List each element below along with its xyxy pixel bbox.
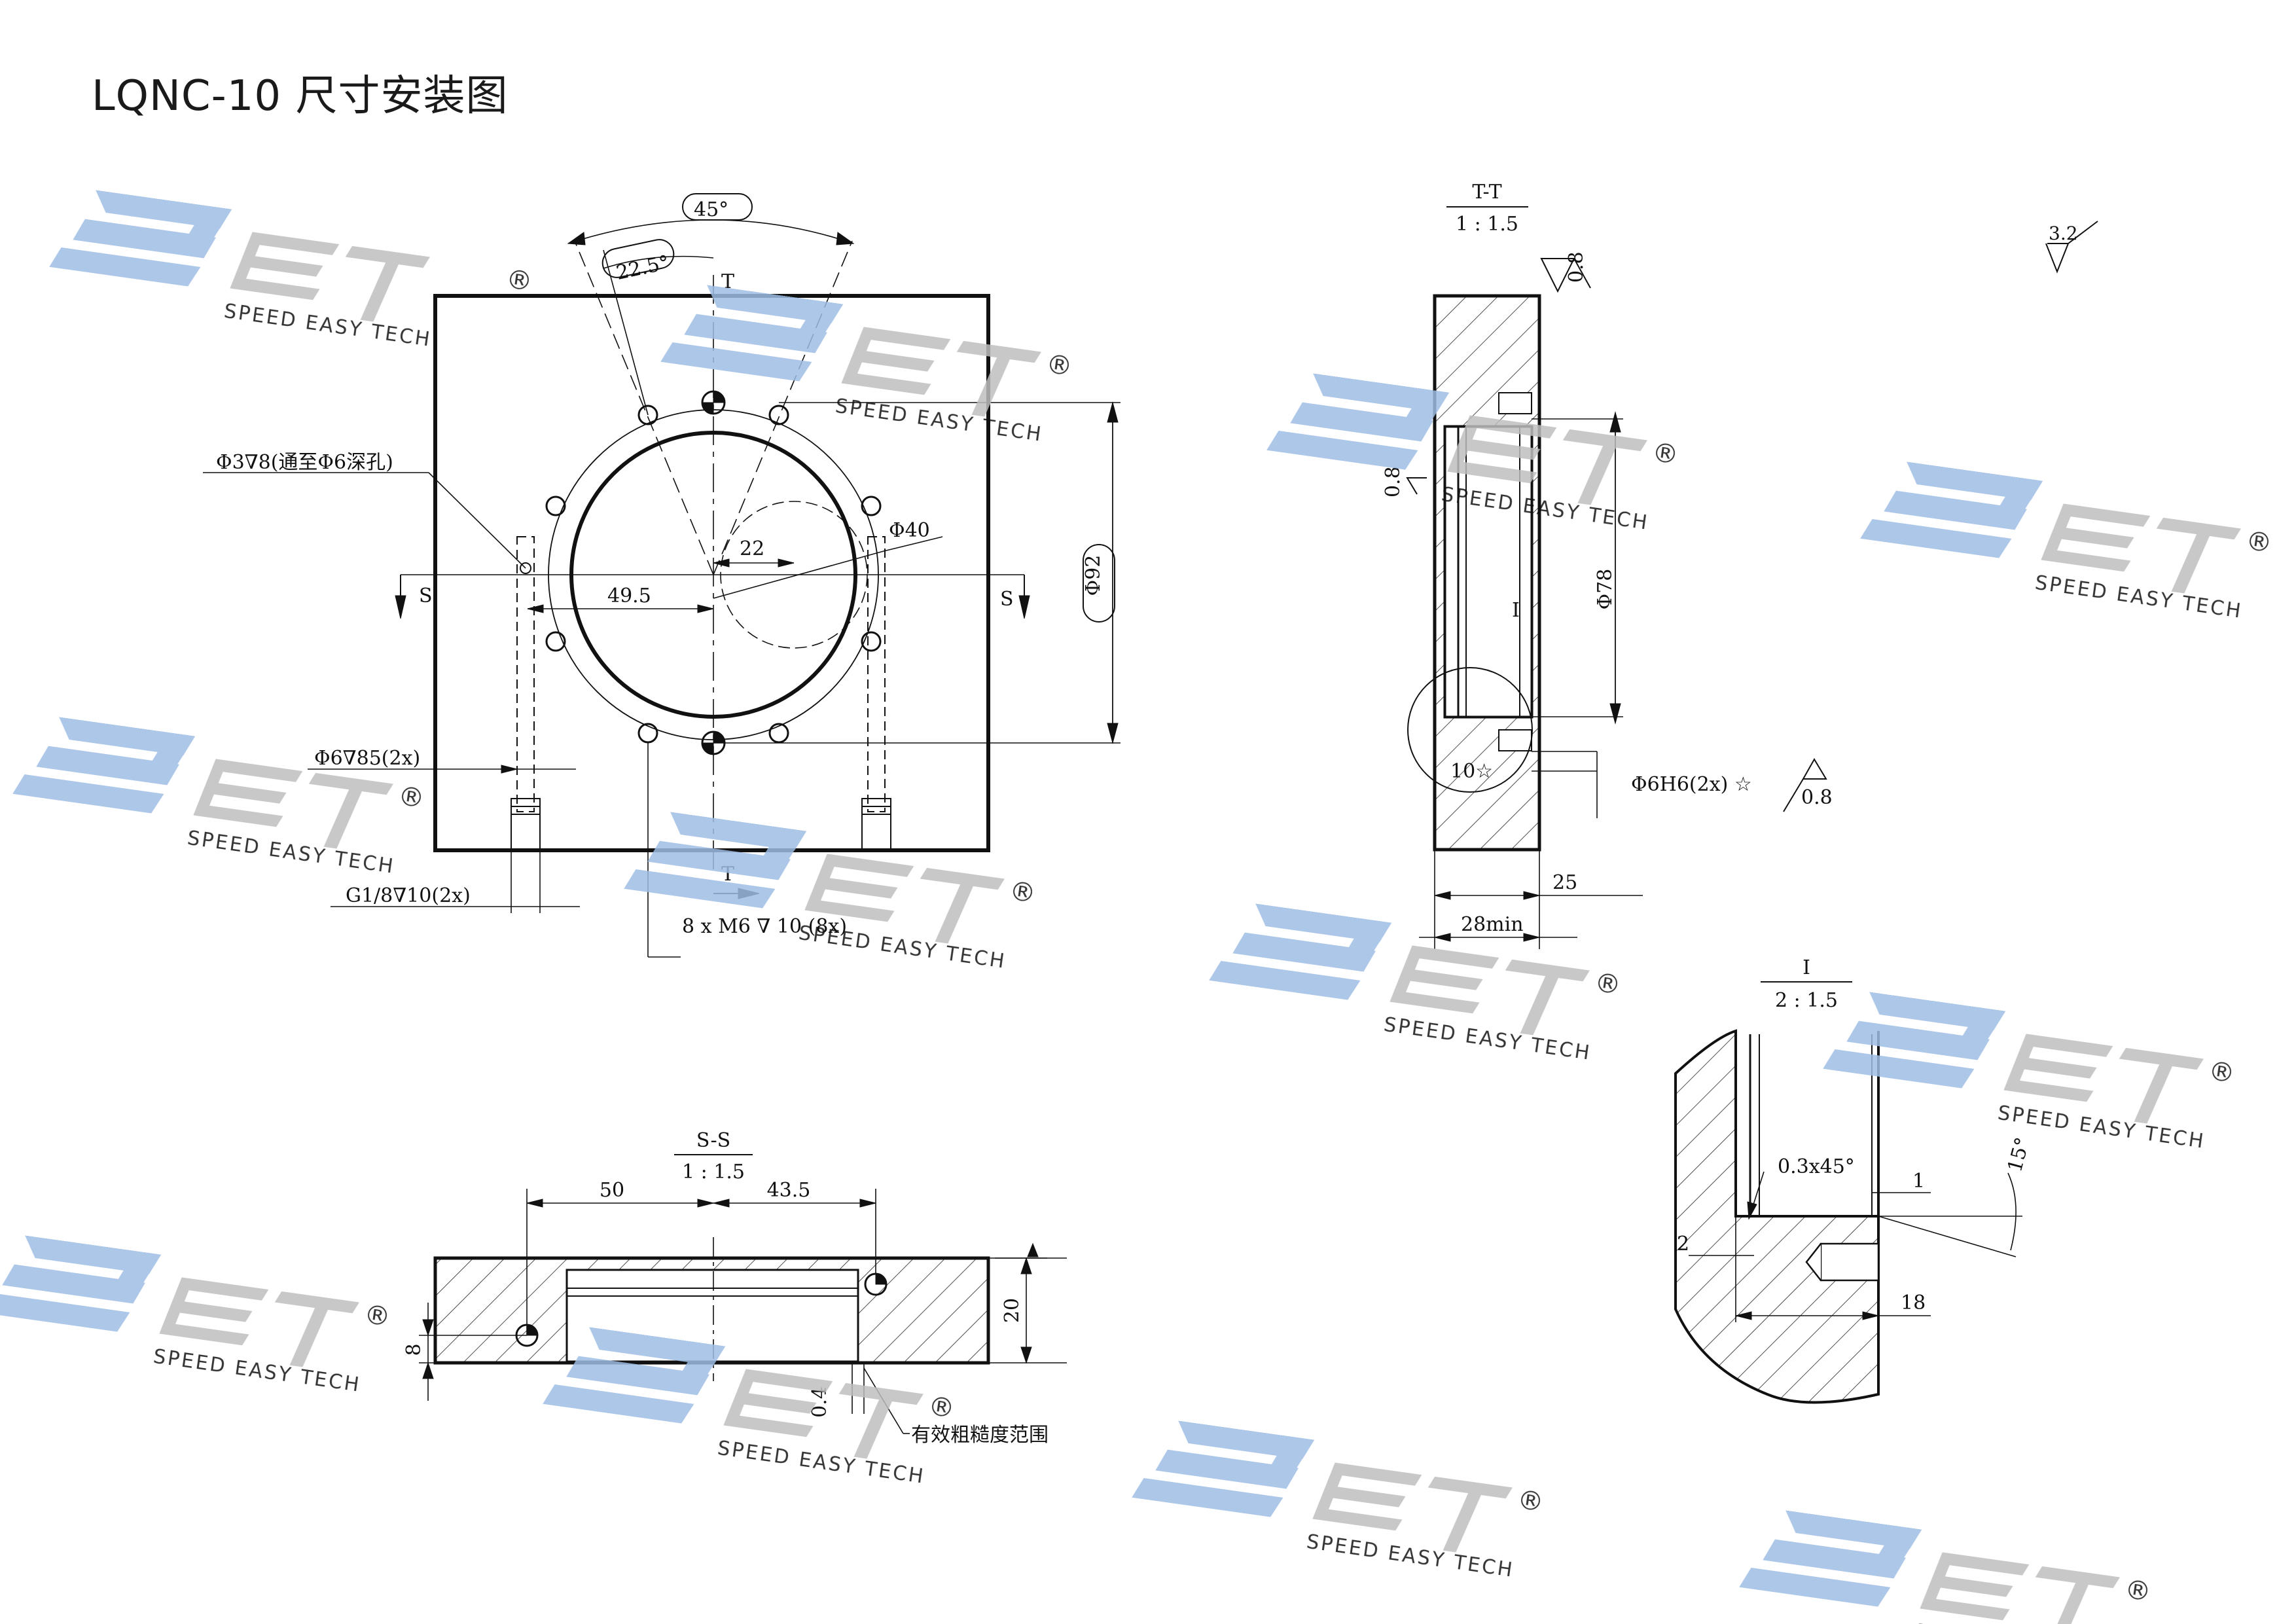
svg-text:®: ®	[926, 1391, 956, 1424]
svg-text:®: ®	[504, 264, 534, 297]
detail-i-name: I	[1803, 956, 1810, 979]
detail-i-view	[1674, 981, 2022, 1404]
label-chamfer: 0.3x45°	[1778, 1155, 1855, 1178]
label-thread-note: 8 x M6 ∇ 10 (8x)	[682, 915, 847, 938]
svg-text:SPEED EASY TECH: SPEED EASY TECH	[152, 1345, 363, 1397]
label-angle-15: 15°	[2003, 1135, 2035, 1174]
label-dim-10: 10☆	[1450, 760, 1493, 783]
label-pin-hole: Φ6H6(2x) ☆	[1631, 773, 1752, 796]
label-rough-range: 有效粗糙度范围	[911, 1424, 1049, 1447]
label-dim-8: 8	[403, 1343, 425, 1356]
svg-text:®: ®	[1592, 967, 1623, 1001]
label-dim-18: 18	[1901, 1291, 1926, 1314]
watermark: ® SPEED EASY TECH	[1859, 456, 2274, 623]
section-tt-name: T-T	[1472, 181, 1501, 204]
svg-text:SPEED EASY TECH: SPEED EASY TECH	[186, 827, 397, 878]
watermark: ® SPEED EASY TECH	[11, 712, 426, 878]
label-detail-i: I	[1512, 599, 1520, 622]
svg-text:®: ®	[1044, 349, 1074, 382]
svg-text:®: ®	[2244, 526, 2274, 559]
watermark: ® SPEED EASY TECH	[1821, 986, 2236, 1153]
svg-text:SPEED EASY TECH: SPEED EASY TECH	[223, 300, 433, 352]
section-ss-labels: S-S 1 : 1.5 50 43.5 20 8 0.4 有效粗糙度范围	[403, 1129, 1049, 1447]
label-dim-49-5: 49.5	[607, 585, 651, 607]
watermark: ® SPEED EASY TECH	[1208, 898, 1623, 1065]
general-roughness-symbol: 3.2	[2045, 221, 2098, 274]
svg-text:®: ®	[362, 1299, 392, 1333]
section-tt-view	[1406, 206, 1827, 949]
label-rough-right: 0.8	[1801, 786, 1833, 809]
watermark-layer: ® SPEED EASY TECH ® SPEED EASY TECH ® SP…	[0, 185, 2274, 1624]
label-dim-28min: 28min	[1461, 913, 1524, 936]
svg-text:®: ®	[1650, 437, 1680, 471]
page-title: LQNC-10 尺寸安装图	[92, 72, 509, 120]
svg-text:®: ®	[2206, 1056, 2236, 1089]
watermark: ® SPEED EASY TECH	[48, 185, 534, 352]
svg-text:®: ®	[396, 781, 426, 814]
svg-text:®: ®	[1007, 876, 1037, 909]
label-rough-left: 0.8	[1382, 466, 1405, 497]
label-pipe-thread: G1/8∇10(2x)	[346, 884, 471, 907]
label-dim-2: 2	[1677, 1233, 1689, 1255]
label-angle-22-5: 22.5°	[614, 251, 671, 285]
label-dim-25: 25	[1552, 871, 1577, 894]
label-deep-hole: Φ6∇85(2x)	[314, 747, 420, 770]
label-dim-22: 22	[740, 537, 764, 560]
section-ss-scale: 1 : 1.5	[682, 1161, 745, 1183]
section-tt-scale: 1 : 1.5	[1456, 213, 1518, 236]
label-dim-50: 50	[600, 1179, 624, 1202]
label-section-s-right: S	[1000, 588, 1014, 611]
svg-text:SPEED EASY TECH: SPEED EASY TECH	[2034, 571, 2244, 623]
label-angle-45: 45°	[694, 198, 728, 221]
front-view-labels: 45° 22.5° T T S S Φ92 Φ40 22 49.5 Φ3∇8(通…	[216, 198, 1105, 938]
label-dim-1: 1	[1912, 1170, 1925, 1193]
svg-text:SPEED EASY TECH: SPEED EASY TECH	[1305, 1530, 1516, 1582]
detail-i-scale: 2 : 1.5	[1775, 989, 1838, 1012]
watermark: ® SPEED EASY TECH	[1130, 1415, 1545, 1582]
section-ss-name: S-S	[696, 1129, 730, 1152]
svg-text:SPEED EASY TECH: SPEED EASY TECH	[1382, 1013, 1593, 1065]
label-dim-43-5: 43.5	[767, 1179, 811, 1202]
watermark: ® SPEED EASY TECH	[659, 280, 1074, 446]
label-hole-note: Φ3∇8(通至Φ6深孔)	[216, 451, 393, 474]
label-dia-92: Φ92	[1082, 555, 1105, 596]
svg-text:®: ®	[1515, 1485, 1545, 1518]
front-view	[203, 193, 1121, 958]
label-dia-78: Φ78	[1594, 569, 1617, 610]
watermark: ® SPEED EASY TECH	[0, 1230, 392, 1397]
label-rough-top: 0.8	[1565, 251, 1588, 283]
label-dia-40: Φ40	[889, 519, 930, 542]
svg-text:SPEED EASY TECH: SPEED EASY TECH	[797, 922, 1008, 973]
watermark: ® SPEED EASY TECH	[622, 806, 1037, 973]
label-section-s-left: S	[419, 585, 433, 607]
label-dim-20: 20	[1001, 1298, 1024, 1323]
label-general-roughness: 3.2	[2049, 223, 2078, 244]
watermark: ® SPEED EASY TECH	[1738, 1505, 2153, 1624]
svg-text:®: ®	[2123, 1574, 2153, 1608]
svg-text:SPEED EASY TECH: SPEED EASY TECH	[716, 1437, 927, 1489]
section-tt-labels: T-T 1 : 1.5 0.8 0.8 0.8 Φ78 I 10☆ Φ6H6(2…	[1382, 181, 1833, 936]
svg-text:SPEED EASY TECH: SPEED EASY TECH	[1912, 1620, 2123, 1624]
pin-marker-top	[701, 390, 726, 415]
